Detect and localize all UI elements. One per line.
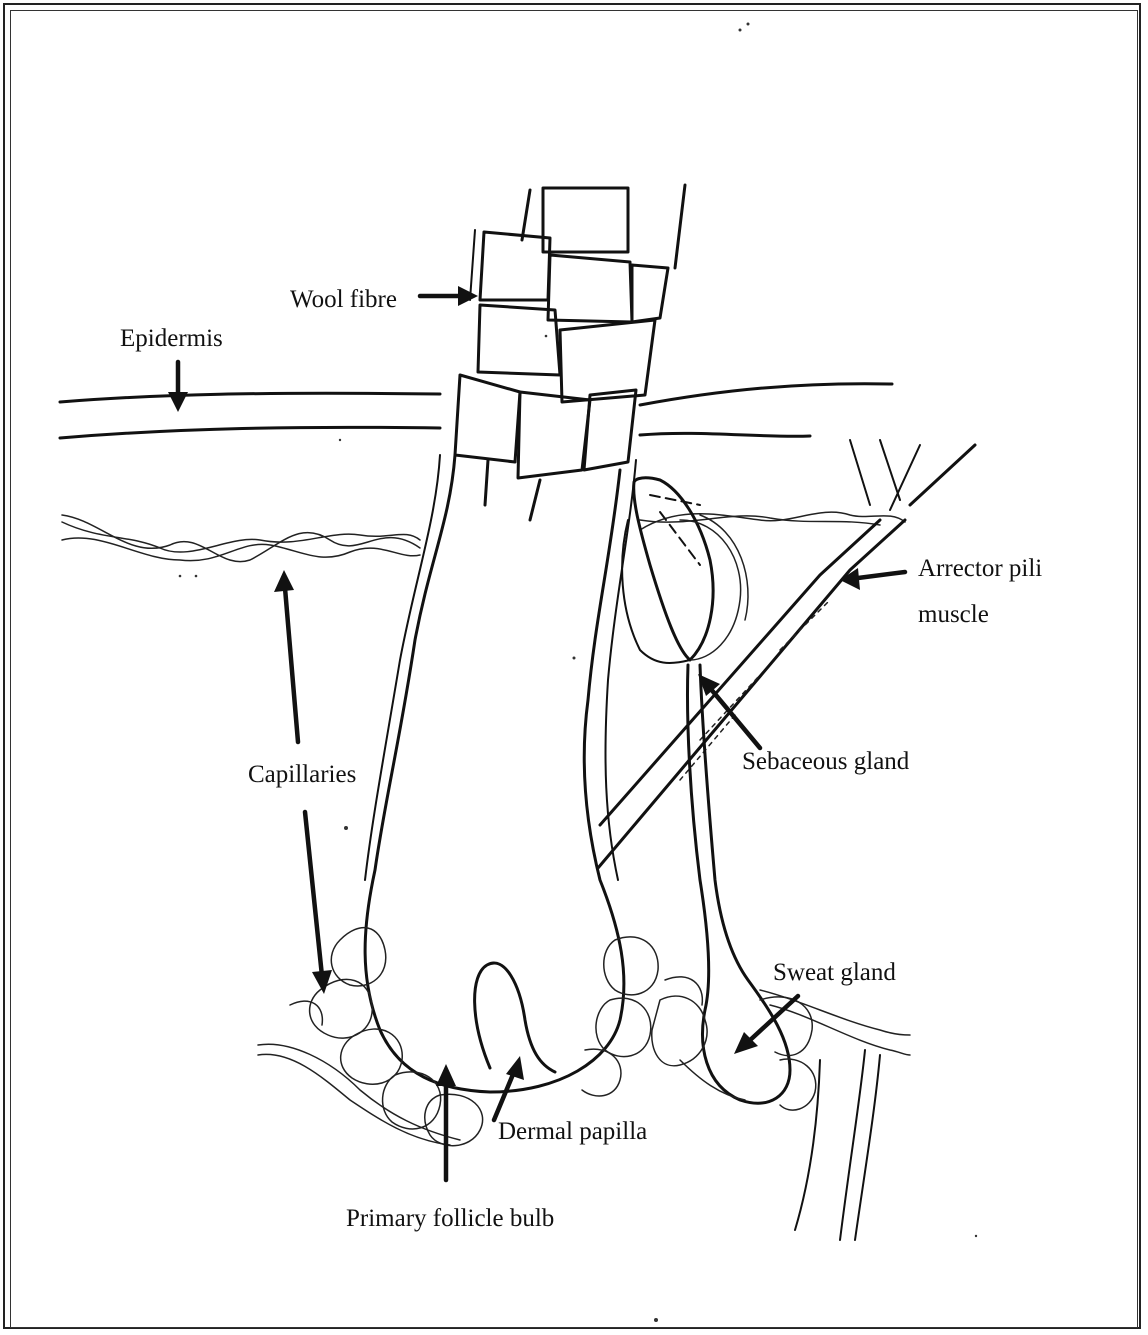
label-epidermis: Epidermis xyxy=(120,326,223,351)
arrow-epidermis xyxy=(168,362,188,412)
label-primary-follicle-bulb: Primary follicle bulb xyxy=(346,1206,554,1231)
follicle xyxy=(365,455,636,1092)
label-sweat-gland: Sweat gland xyxy=(773,960,896,985)
lower-vessels xyxy=(795,1050,880,1240)
arrow-dermal-papilla xyxy=(494,1056,524,1120)
sebaceous-gland xyxy=(622,478,748,663)
label-wool-fibre: Wool fibre xyxy=(290,287,397,312)
label-arrector-pili-muscle: muscle xyxy=(918,602,989,627)
arrow-capillaries-up xyxy=(274,570,298,742)
wool-fibre xyxy=(455,185,685,520)
arrow-primary-follicle-bulb xyxy=(436,1064,456,1180)
label-capillaries: Capillaries xyxy=(248,762,356,787)
arrow-wool-fibre xyxy=(420,286,478,306)
arrector-pili-muscle xyxy=(598,440,975,868)
label-arrector-pili: Arrector pili xyxy=(918,556,1042,581)
arrow-capillaries-down xyxy=(305,812,332,994)
label-dermal-papilla: Dermal papilla xyxy=(498,1119,647,1144)
label-sebaceous-gland: Sebaceous gland xyxy=(742,749,909,774)
upper-capillary-network xyxy=(62,512,905,561)
epidermis-layer xyxy=(60,384,892,438)
